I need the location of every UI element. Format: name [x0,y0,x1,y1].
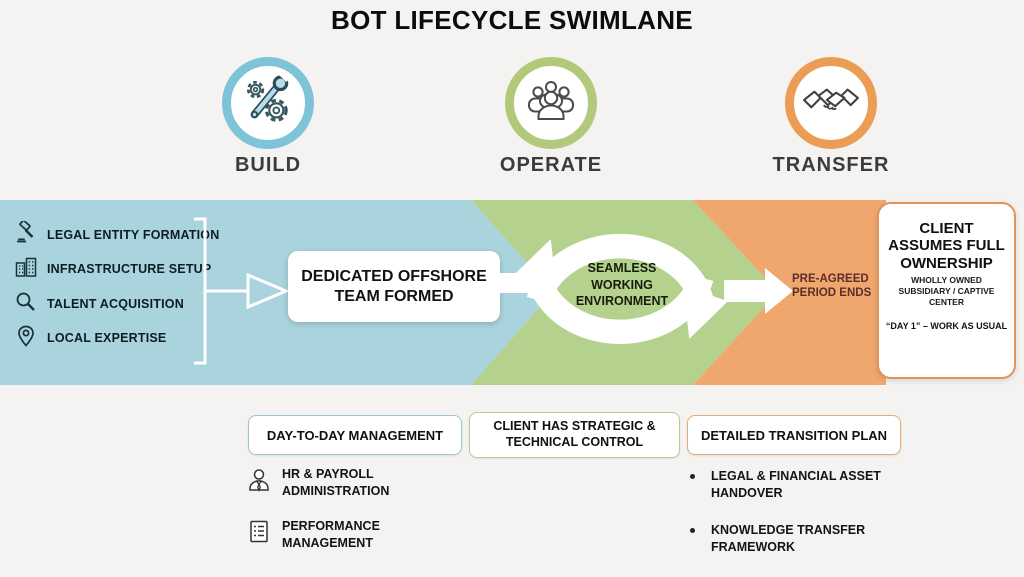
list-item-label: LOCAL EXPERTISE [47,331,167,345]
bullet-icon [690,474,695,479]
operate-phase-circle [505,57,597,149]
location-pin-icon [14,324,38,353]
checklist-icon [246,518,272,551]
list-item: TALENT ACQUISITION [14,291,184,317]
detailed-transition-plan-box: DETAILED TRANSITION PLAN [687,415,901,455]
client-ownership-title: CLIENT ASSUMES FULL OWNERSHIP [888,220,1005,272]
operate-phase-label: OPERATE [499,154,603,176]
client-ownership-box: CLIENT ASSUMES FULL OWNERSHIP WHOLLY OWN… [877,202,1016,379]
buildings-icon [14,255,38,284]
seamless-working-environment-label: SEAMLESS WORKING ENVIRONMENT [575,261,669,308]
list-item: HR & PAYROLL ADMINISTRATION [246,466,452,500]
search-icon [14,290,38,319]
list-item: LEGAL ENTITY FORMATION [14,219,220,250]
list-item-label: KNOWLEDGE TRANSFER FRAMEWORK [711,523,866,554]
day-to-day-management-box: DAY-TO-DAY MANAGEMENT [248,415,462,455]
page-title: BOT LIFECYCLE SWIMLANE [331,5,693,35]
day-one-note: “DAY 1” – WORK AS USUAL [885,320,1008,331]
build-tools-icon [241,68,295,133]
team-icon [525,76,577,131]
pre-agreed-period-label: PRE-AGREED PERIOD ENDS [792,273,872,299]
transfer-phase-label: TRANSFER [772,154,890,176]
build-lane-shape [0,200,553,385]
list-item: LEGAL & FINANCIAL ASSET HANDOVER [690,468,911,502]
list-item: KNOWLEDGE TRANSFER FRAMEWORK [690,522,911,556]
handshake-icon [802,82,860,125]
transfer-phase-circle [785,57,877,149]
gavel-icon [14,219,38,250]
dedicated-offshore-team-callout: DEDICATED OFFSHORE TEAM FORMED [288,251,500,322]
list-item: INFRASTRUCTURE SETUP [14,256,211,282]
list-item-label: HR & PAYROLL ADMINISTRATION [282,467,390,498]
build-phase-circle [222,57,314,149]
list-item: LOCAL EXPERTISE [14,325,166,351]
client-ownership-subtitle: WHOLLY OWNED SUBSIDIARY / CAPTIVE CENTER [898,274,995,307]
list-item-label: LEGAL ENTITY FORMATION [47,228,220,242]
transfer-arrow-shaft [724,280,766,302]
cycle-arrows-icon [512,233,728,345]
list-item-label: LEGAL & FINANCIAL ASSET HANDOVER [711,469,881,500]
bullet-icon [690,528,695,533]
list-item-label: PERFORMANCE MANAGEMENT [282,519,380,550]
hr-person-icon [246,466,272,499]
bracket-arrow [194,217,290,365]
list-item-label: TALENT ACQUISITION [47,297,184,311]
list-item: PERFORMANCE MANAGEMENT [246,518,452,552]
list-item-label: INFRASTRUCTURE SETUP [47,262,212,276]
build-phase-label: BUILD [234,154,302,176]
client-control-box: CLIENT HAS STRATEGIC & TECHNICAL CONTROL [469,412,680,458]
